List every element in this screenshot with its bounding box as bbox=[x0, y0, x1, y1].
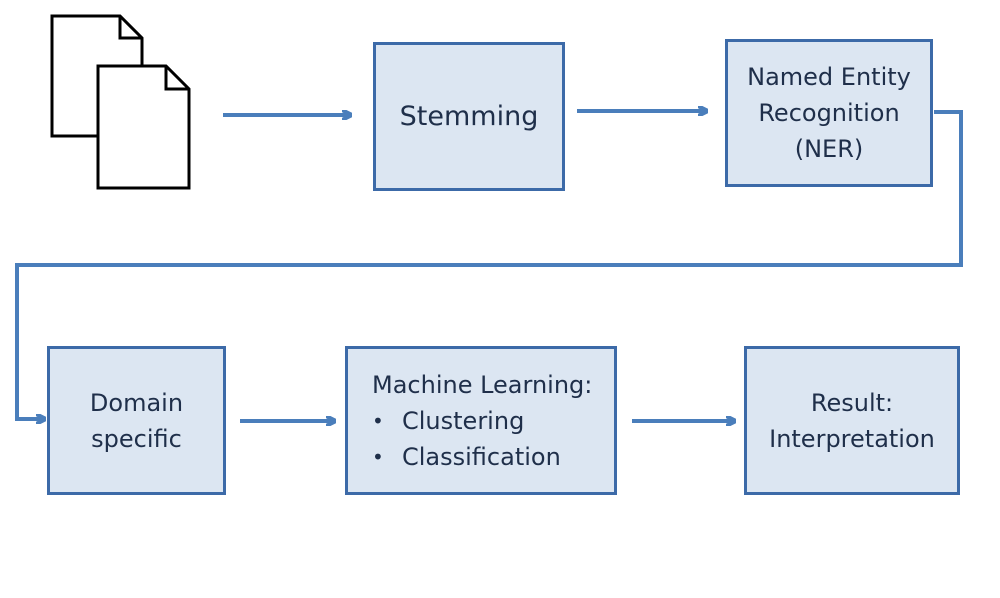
ner-label-line-2: Recognition bbox=[758, 99, 900, 127]
domain-specific-box: Domain specific bbox=[47, 346, 226, 495]
stemming-box: Stemming bbox=[373, 42, 565, 191]
machine-learning-box: Machine Learning: • Clustering • Classif… bbox=[345, 346, 617, 495]
domain-label-line-1: Domain bbox=[89, 388, 184, 417]
ml-item-clustering: • Clustering bbox=[366, 403, 524, 439]
ner-box: Named Entity Recognition (NER) bbox=[725, 39, 933, 187]
result-label-line-1: Result: bbox=[810, 388, 894, 417]
bullet-icon: • bbox=[372, 408, 384, 433]
ml-item-label: Clustering bbox=[402, 406, 525, 435]
ml-item-classification: • Classification bbox=[366, 439, 561, 475]
ner-label-line-3: (NER) bbox=[794, 135, 864, 163]
stemming-label: Stemming bbox=[399, 100, 539, 132]
domain-label-line-2: specific bbox=[91, 424, 182, 453]
ner-label-line-1: Named Entity bbox=[747, 63, 911, 91]
document-stack-icon bbox=[50, 14, 191, 190]
result-label-line-2: Interpretation bbox=[769, 424, 935, 453]
result-box: Result: Interpretation bbox=[744, 346, 960, 495]
bullet-icon: • bbox=[372, 444, 384, 469]
ml-title: Machine Learning: bbox=[372, 370, 593, 399]
connector-ner-to-domain bbox=[15, 110, 963, 419]
ml-item-label: Classification bbox=[402, 442, 561, 471]
